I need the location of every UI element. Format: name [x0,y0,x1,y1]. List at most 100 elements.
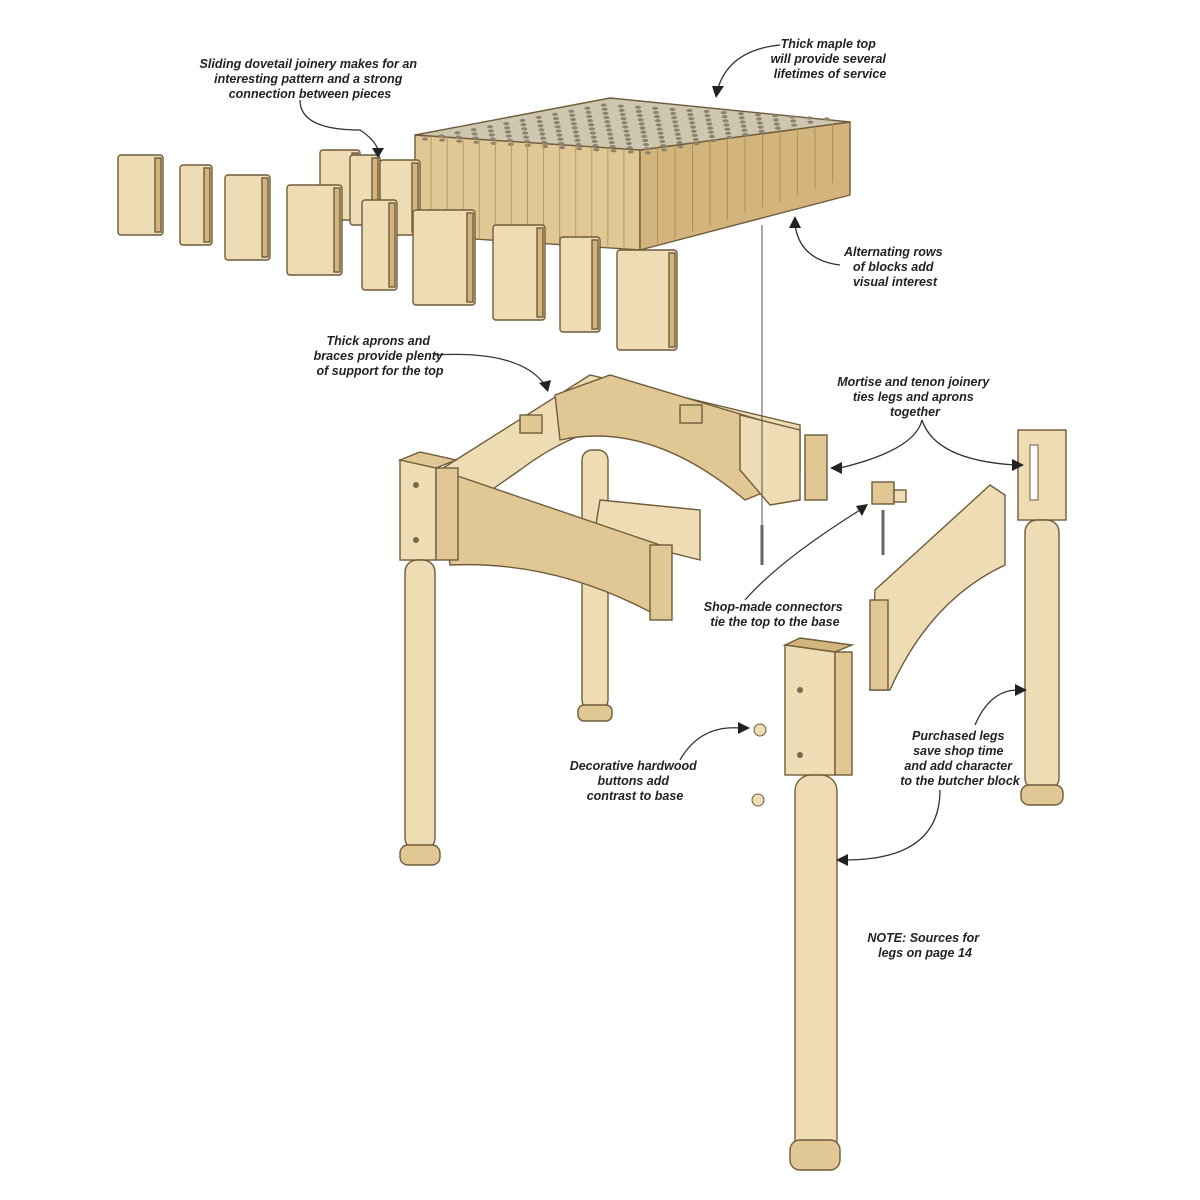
grain-mark [554,125,561,129]
grain-mark [455,135,462,139]
grain-mark [439,138,446,142]
block-side [203,167,211,243]
callout-buttons: Decorative hardwood buttons add contrast… [570,759,701,803]
block [492,224,546,321]
grain-mark [758,129,765,133]
loose-apron [869,484,1006,691]
grain-mark [640,130,647,134]
grain-mark [576,147,583,151]
grain-mark [791,123,798,127]
grain-mark [621,121,628,125]
grain-mark [553,121,560,125]
callout-maple-top: Thick maple top will provide several lif… [771,37,890,81]
grain-mark [507,142,514,146]
block-side [333,187,341,273]
grain-mark [607,132,613,136]
block-side [668,252,676,348]
grain-mark [626,146,633,150]
grain-mark [608,140,615,145]
grain-mark [774,126,781,130]
grain-mark [656,127,663,131]
connector [760,225,907,565]
callout-dovetail: Sliding dovetail joinery makes for an in… [200,57,421,101]
grain-mark [619,112,626,117]
grain-mark [635,109,642,113]
grain-mark [504,126,511,130]
grain-mark [584,106,591,110]
grain-mark [726,135,733,140]
grain-mark [637,118,644,122]
grain-mark [488,133,495,137]
grain-mark [487,125,493,129]
block [559,236,601,333]
grain-mark [535,115,542,120]
grain-mark [670,111,677,116]
grain-mark [635,105,642,109]
grain-mark [642,138,649,143]
grain-mark [585,110,592,114]
grain-mark [559,145,566,150]
grain-mark [555,129,562,133]
apron-frame [397,374,828,866]
grain-mark [672,124,679,128]
grain-mark [552,112,558,116]
loose-blocks [117,149,678,351]
grain-mark [537,124,544,128]
grain-mark [622,125,629,129]
grain-mark [703,109,710,114]
grain-mark [605,124,612,128]
grain-mark [438,134,445,138]
grain-mark [720,110,727,115]
grain-mark [572,130,579,134]
grain-mark [609,145,616,149]
grain-mark [570,117,577,122]
block-side [261,177,269,258]
grain-mark [620,117,627,121]
grain-mark [692,137,699,142]
grain-mark [674,132,681,136]
grain-mark [592,143,599,148]
grain-mark [755,113,762,117]
grain-mark [675,136,682,141]
grain-mark [724,127,731,131]
block-side [388,202,396,288]
grain-mark [470,128,477,132]
block-side [536,227,544,318]
grain-mark [806,116,813,120]
grain-mark [606,128,613,132]
grain-mark [707,126,714,130]
grain-mark [737,112,744,116]
grain-mark [823,117,830,121]
grain-mark [587,119,594,123]
grain-mark [604,120,611,124]
grain-mark [623,129,630,133]
grain-mark [721,115,728,119]
grain-mark [773,122,780,126]
block [286,184,343,276]
grain-mark [571,126,578,130]
grain-mark [658,135,665,139]
grain-mark [687,112,694,117]
grain-mark [653,115,660,119]
grain-mark [573,134,580,138]
grain-mark [708,134,715,139]
grain-mark [590,135,597,139]
grain-mark [657,131,664,135]
grain-mark [639,126,646,130]
grain-mark [558,141,565,146]
grain-mark [643,147,650,151]
callout-mortise-tenon: Mortise and tenon joinery ties legs and … [837,375,993,419]
grain-mark [506,138,513,142]
grain-mark [741,128,748,132]
grain-mark [589,131,596,135]
block [224,174,271,261]
grain-mark [638,122,645,126]
grain-mark [652,106,659,110]
grain-mark [522,131,529,135]
grain-mark [557,137,564,141]
block [361,199,398,291]
grain-mark [625,137,632,141]
grain-mark [705,118,712,122]
grain-mark [807,120,814,124]
